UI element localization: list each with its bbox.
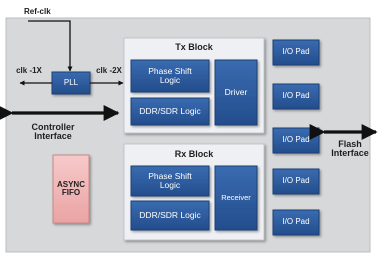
io-pad-box-2: [272, 83, 320, 110]
async-fifo-label: ASYNC FIFO: [56, 179, 85, 197]
io-pad-box-4: [272, 168, 320, 195]
tx-phase-shift-label: Phase Shift Logic: [148, 66, 192, 85]
rx-receiver-box: [214, 165, 258, 231]
rx-phase-shift-box: [130, 165, 210, 197]
io-pad-label-2: I/O Pad: [282, 91, 310, 101]
ref-clk-label: Ref-clk: [24, 7, 51, 17]
pll-label: PLL: [63, 77, 79, 87]
io-pad-box-1: [272, 39, 320, 66]
tx-ddr-sdr-label: DDR/SDR Logic: [139, 106, 201, 117]
io-pad-box-5: [272, 209, 320, 236]
rx-phase-shift-label: Phase Shift Logic: [148, 171, 192, 190]
rx-ddr-sdr-box: [130, 200, 210, 231]
tx-block-title: Tx Block: [175, 42, 213, 53]
io-pad-label-3: I/O Pad: [282, 135, 310, 145]
async-fifo-box: [52, 154, 90, 224]
tx-phase-shift-box: [130, 59, 210, 93]
io-pad-label-1: I/O Pad: [282, 47, 310, 57]
io-pad-label-4: I/O Pad: [282, 176, 310, 186]
clk-2x-label: clk -2X: [96, 66, 122, 76]
ref-clk-wire: [28, 20, 73, 72]
tx-driver-label: Driver: [224, 87, 248, 98]
rx-receiver-label: Receiver: [221, 193, 251, 203]
flash-interface-label: Flash Interface: [331, 138, 369, 158]
tx-ddr-sdr-box: [130, 97, 210, 126]
clk-1x-label: clk -1X: [16, 66, 42, 76]
io-pad-label-5: I/O Pad: [282, 217, 310, 227]
controller-interface-label: Controller Interface: [31, 121, 75, 141]
rx-ddr-sdr-label: DDR/SDR Logic: [139, 210, 201, 221]
rx-block-title: Rx Block: [174, 149, 214, 160]
tx-driver-box: [214, 59, 258, 126]
